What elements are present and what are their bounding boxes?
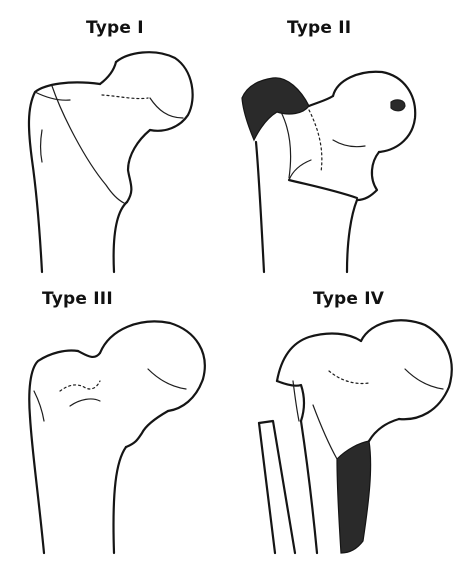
panel-type-3: Type III <box>0 281 229 562</box>
femur-drawing-type-3 <box>0 281 229 562</box>
panel-type-4: Type IV <box>229 281 458 562</box>
panel-type-2: Type II <box>229 0 458 281</box>
femur-drawing-type-1 <box>0 0 229 281</box>
femur-drawing-type-4 <box>229 281 458 562</box>
panel-type-1: Type I <box>0 0 229 281</box>
femur-drawing-type-2 <box>229 0 458 281</box>
